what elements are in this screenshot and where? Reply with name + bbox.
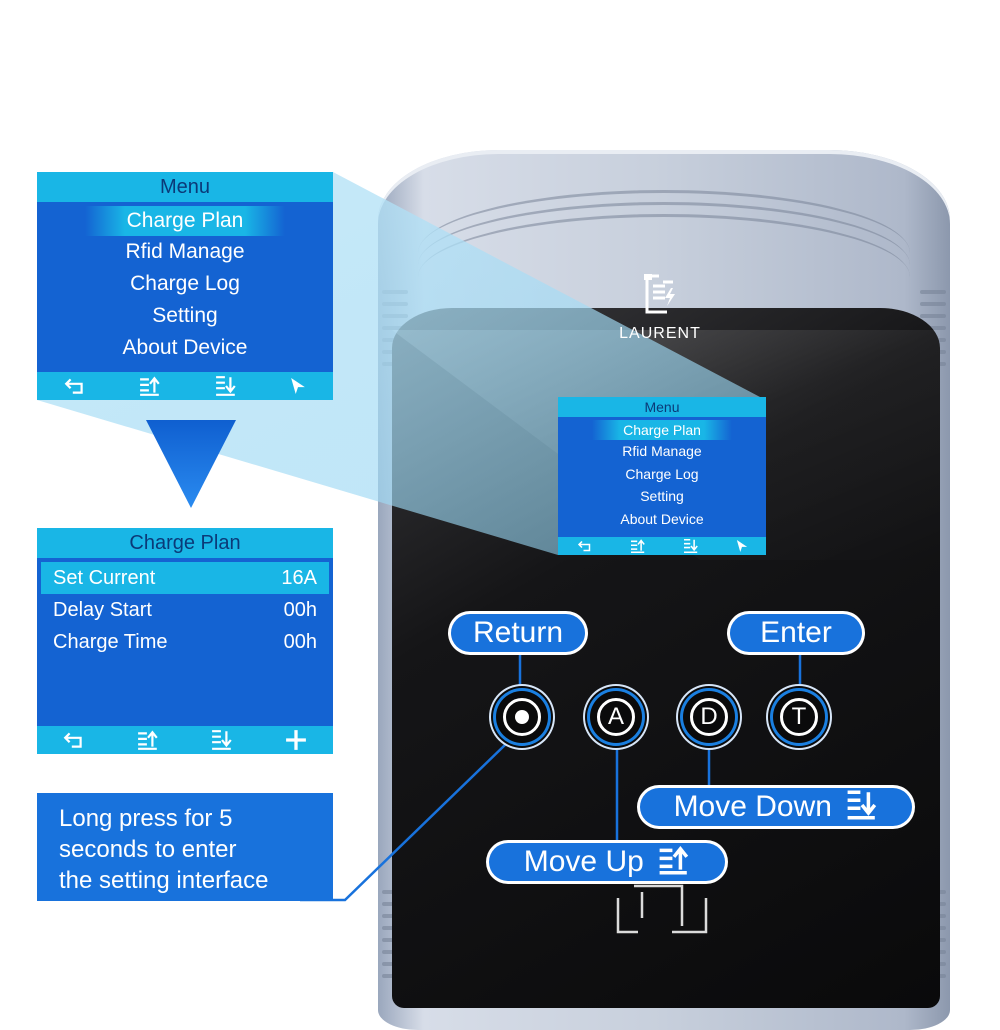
move-down-callout: Move Down — [640, 788, 912, 826]
menu-item-charge-plan[interactable]: Charge Plan — [592, 420, 732, 440]
move-down-button-glyph: D — [690, 698, 728, 736]
plan-row-label: Charge Time — [53, 631, 168, 653]
note-line: the setting interface — [59, 867, 269, 894]
dot-icon — [515, 710, 529, 724]
charge-plan-lcd: Charge Plan Set Current 16A Delay Start … — [37, 528, 333, 754]
menu-item-rfid-manage[interactable]: Rfid Manage — [125, 240, 245, 263]
plan-row-charge-time[interactable]: Charge Time 00h — [37, 626, 333, 658]
plan-row-set-current[interactable]: Set Current 16A — [41, 562, 329, 594]
move-down-icon — [683, 539, 699, 553]
long-press-note: Long press for 5 seconds to enter the se… — [37, 793, 333, 901]
plan-row-label: Delay Start — [53, 599, 152, 621]
enter-cursor-icon — [290, 376, 306, 396]
menu-item-rfid-manage[interactable]: Rfid Manage — [622, 443, 702, 459]
device-lcd-menu: Menu Charge Plan Rfid Manage Charge Log … — [558, 397, 766, 555]
menu-title: Menu — [558, 397, 766, 417]
move-up-callout: Move Up — [489, 843, 725, 881]
move-up-icon — [137, 730, 159, 750]
charge-plan-footer — [37, 726, 333, 754]
brand-logo-icon — [644, 274, 675, 314]
note-line: Long press for 5 — [59, 805, 233, 832]
plan-row-delay-start[interactable]: Delay Start 00h — [37, 594, 333, 626]
charge-plan-title: Charge Plan — [37, 528, 333, 558]
move-down-callout-label: Move Down — [673, 790, 832, 823]
enter-callout: Enter — [730, 614, 862, 652]
plan-row-value: 00h — [283, 599, 317, 621]
arrow-down-icon — [146, 420, 236, 508]
menu-title: Menu — [37, 172, 333, 202]
move-up-icon — [659, 845, 689, 875]
return-button[interactable] — [496, 691, 548, 743]
enter-button-glyph: T — [780, 698, 818, 736]
menu-item-about-device[interactable]: About Device — [122, 336, 248, 359]
plan-row-value: 16A — [281, 567, 317, 589]
menu-footer — [37, 372, 333, 400]
move-down-icon — [848, 790, 877, 820]
menu-item-charge-log[interactable]: Charge Log — [625, 465, 699, 482]
enter-callout-label: Enter — [760, 616, 832, 649]
return-button-face — [503, 698, 541, 736]
plus-icon — [285, 729, 307, 751]
menu-item-setting[interactable]: Setting — [640, 488, 684, 504]
menu-item-charge-plan[interactable]: Charge Plan — [85, 206, 285, 236]
return-icon — [64, 377, 86, 395]
move-up-icon — [139, 376, 161, 396]
zoomed-lcd-menu: Menu Charge Plan Rfid Manage Charge Log … — [37, 172, 333, 400]
return-callout: Return — [451, 614, 585, 652]
enter-button[interactable]: T — [773, 691, 825, 743]
move-up-button-glyph: A — [597, 698, 635, 736]
move-down-button[interactable]: D — [683, 691, 735, 743]
brand-name: LAURENT — [619, 325, 701, 342]
plan-row-value: 00h — [283, 631, 317, 653]
rfid-card-icon — [616, 884, 708, 934]
move-down-icon — [215, 376, 237, 396]
plan-row-label: Set Current — [53, 567, 156, 589]
menu-footer — [558, 537, 766, 555]
menu-item-about-device[interactable]: About Device — [620, 510, 704, 527]
enter-cursor-icon — [736, 539, 748, 553]
move-up-icon — [630, 539, 646, 553]
return-icon — [577, 540, 593, 552]
return-callout-label: Return — [472, 616, 564, 649]
menu-item-setting[interactable]: Setting — [152, 304, 218, 327]
move-down-icon — [211, 730, 233, 750]
return-icon — [63, 731, 85, 749]
move-up-button[interactable]: A — [590, 691, 642, 743]
menu-item-charge-log[interactable]: Charge Log — [130, 272, 240, 295]
note-line: seconds to enter — [59, 836, 237, 863]
move-up-callout-label: Move Up — [523, 845, 644, 878]
